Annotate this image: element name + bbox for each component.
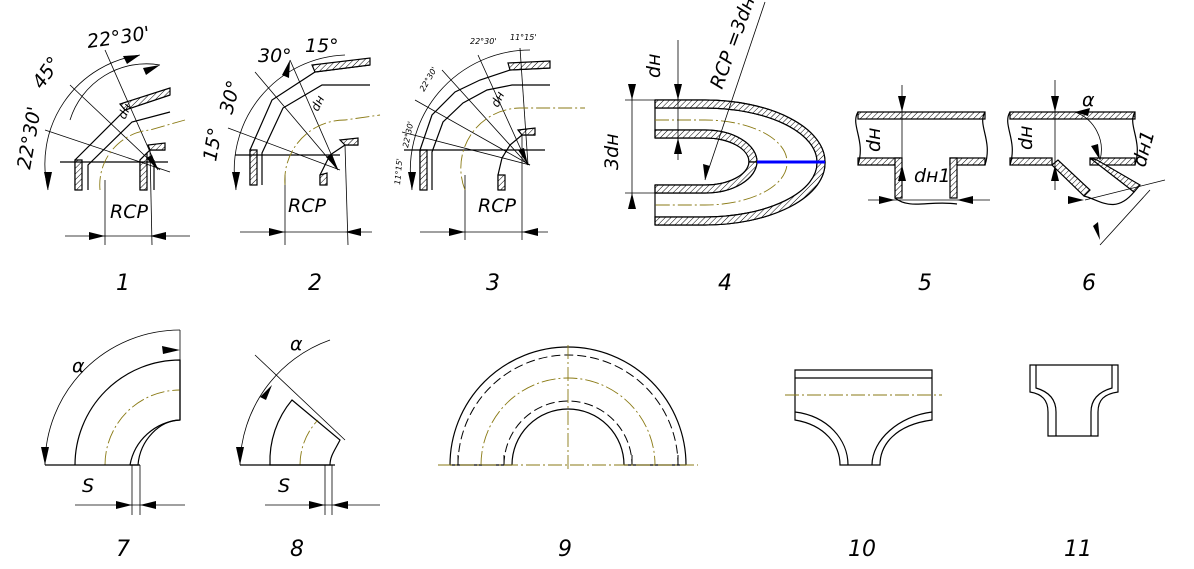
fig2-rcp-label: RСР [288,195,326,217]
figure-9-return-bend: 9 [438,345,698,562]
figure-3-sectional-elbow: 11°15' 22°30' 22°30' 22°30' 11°15' dн RС… [393,33,585,296]
fig4-3dn-label: 3dн [601,133,623,170]
figure-2-sectional-elbow: 15° 30° 30° 15° dн RСР 2 [199,35,381,296]
fig1-angle-45: 45° [28,53,65,93]
figure-number-4: 4 [718,271,732,296]
fig3-angle-22-30-mid: 22°30' [418,65,439,93]
fig7-alpha-label: α [72,355,85,377]
figure-1-sectional-elbow: 22°30' 45° 22°30' dн RСР 1 [13,22,190,296]
fig6-dn-label: dн [1015,126,1037,150]
fig1-angle-22-30-top: 22°30' [86,22,152,53]
fig8-alpha-label: α [290,333,303,355]
figure-10-tee: 10 [785,369,942,562]
fig6-alpha-label: α [1082,89,1095,111]
fig4-dn-label: dн [643,54,665,78]
fig3-dn-label: dн [488,89,507,109]
figure-7-seamless-elbow: α S 7 [41,329,185,562]
figure-4-return-bend: dн RСР =3dн 3dн 4 [601,0,826,296]
figure-number-10: 10 [848,537,876,562]
fig2-dn-label: dн [308,93,327,113]
fig3-angle-11-15-top: 11°15' [510,33,537,42]
figure-8-seamless-elbow-short: α S 8 [236,333,380,562]
fig5-dn1-label: dн1 [914,165,951,187]
figure-5-tee-section: dн dн1 5 [855,85,990,296]
figure-number-2: 2 [308,271,322,296]
fig8-s-label: S [278,475,290,497]
figure-number-3: 3 [486,271,500,296]
figure-6-lateral-tee: dн α dн1 6 [1007,80,1166,296]
fig3-rcp-label: RСР [478,195,516,217]
fig5-dn-label: dн [863,128,885,152]
figure-11-reducer: 11 [1029,364,1119,562]
figure-number-11: 11 [1064,537,1092,562]
figure-number-5: 5 [918,271,932,296]
fig4-rcp-label: RСР =3dн [706,0,760,92]
figure-number-8: 8 [290,537,304,562]
fig2-angle-30-left: 30° [216,78,246,116]
fig7-s-label: S [82,475,94,497]
fig2-angle-15-top: 15° [305,35,339,57]
fig1-dn-label: dн [115,101,134,121]
figure-number-7: 7 [116,537,130,562]
fig1-angle-22-30-left: 22°30' [13,105,46,171]
fig2-angle-15-left: 15° [199,126,227,163]
figure-number-9: 9 [558,537,572,562]
fig3-angle-22-30-top: 22°30' [470,37,497,46]
fig1-rcp-label: RСР [110,201,148,223]
figure-number-1: 1 [116,271,130,296]
fig3-angle-11-15-left: 11°15' [393,158,404,185]
figure-number-6: 6 [1082,271,1096,296]
fig2-angle-30-top: 30° [258,45,292,67]
fig6-dn1-label: dн1 [1129,128,1160,169]
